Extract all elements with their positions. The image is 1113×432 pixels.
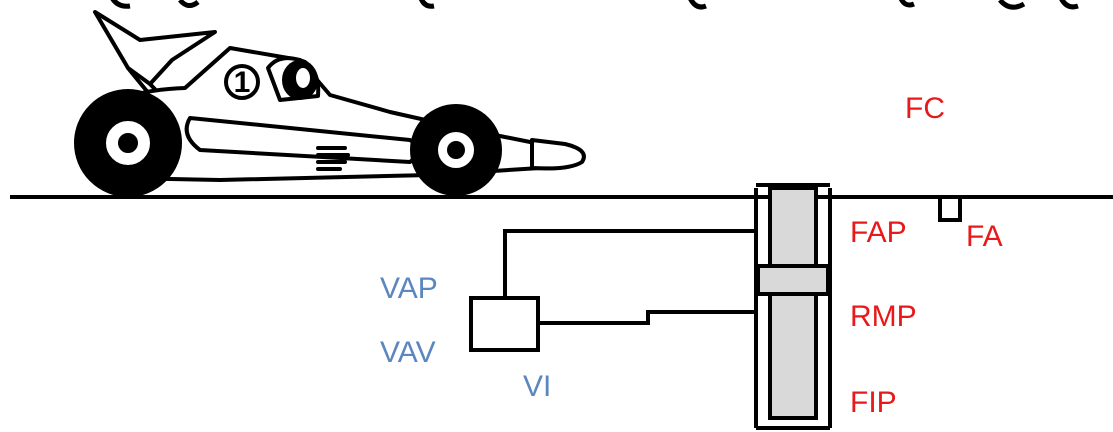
label-vi: VI: [523, 370, 551, 403]
valve-box: [469, 296, 540, 352]
rear-wing: [93, 10, 217, 86]
upper-pipe: [503, 229, 756, 298]
label-fip: FIP: [850, 386, 897, 419]
lower-pipe: [538, 310, 756, 325]
label-fc: FC: [905, 92, 945, 125]
label-vav: VAV: [380, 336, 436, 369]
label-fa: FA: [966, 220, 1003, 253]
piston-rod: [768, 186, 818, 420]
cropped-title: [110, 0, 1079, 10]
fa-notch: [938, 197, 962, 222]
race-car-illustration: [74, 10, 586, 197]
label-fap: FAP: [850, 216, 907, 249]
car-number: 1: [234, 66, 251, 99]
label-vap: VAP: [380, 272, 438, 305]
car-number-circle: [224, 64, 260, 100]
label-rmp: RMP: [850, 300, 917, 333]
car-nose: [530, 138, 586, 171]
piston-head: [756, 264, 830, 296]
